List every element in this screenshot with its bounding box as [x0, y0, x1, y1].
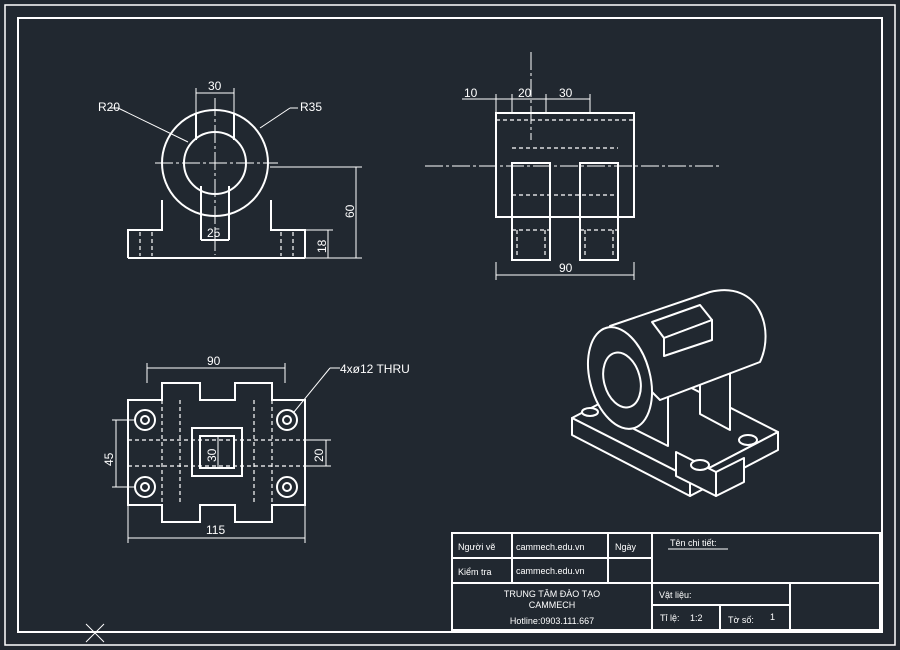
front-dim-base: 18 [315, 239, 329, 253]
top-dimensions [112, 363, 340, 543]
drawn-by-label: Người vẽ [458, 542, 495, 552]
front-dim-r-outer: R35 [300, 100, 322, 114]
checked-by-label: Kiểm tra [458, 567, 492, 577]
front-dim-top-width: 30 [208, 79, 222, 93]
date-label: Ngày [615, 542, 637, 552]
front-dim-slot: 25 [207, 226, 221, 240]
scale-value: 1:2 [690, 613, 703, 623]
part-name-label: Tên chi tiết: [670, 538, 717, 548]
top-dim-depth-left: 45 [102, 452, 116, 466]
top-dim-width-bottom: 115 [206, 523, 225, 537]
side-dim-a: 10 [464, 86, 478, 100]
side-dim-b: 20 [518, 86, 532, 100]
isometric-view [571, 289, 779, 497]
sheet-label: Tờ số: [728, 615, 754, 625]
top-hole-note: 4xø12 THRU [340, 362, 410, 376]
scale-label: Tỉ lệ: [660, 613, 680, 623]
top-dim-inner: 30 [205, 448, 219, 462]
material-label: Vật liệu: [659, 590, 692, 600]
side-dim-c: 30 [559, 86, 573, 100]
front-dim-height: 60 [343, 204, 357, 218]
hotline: Hotline:0903.111.667 [510, 616, 594, 626]
front-dim-r-inner: R20 [98, 100, 120, 114]
top-dim-depth-right: 20 [312, 448, 326, 462]
inner-frame [17, 17, 883, 633]
title-block [451, 532, 881, 631]
outer-frame [4, 4, 896, 646]
front-dimensions [110, 88, 362, 259]
side-view [425, 52, 720, 261]
top-view [127, 382, 306, 523]
side-dim-width: 90 [559, 261, 573, 275]
checked-by-value: cammech.edu.vn [516, 566, 585, 576]
top-dim-width-top: 90 [207, 354, 221, 368]
cursor-cross [85, 623, 105, 643]
side-dimensions [462, 94, 635, 280]
org-line2: CAMMECH [529, 600, 576, 610]
drawn-by-value: cammech.edu.vn [516, 542, 585, 552]
org-line1: TRUNG TÂM ĐÀO TẠO [504, 589, 600, 599]
sheet-value: 1 [770, 612, 775, 622]
